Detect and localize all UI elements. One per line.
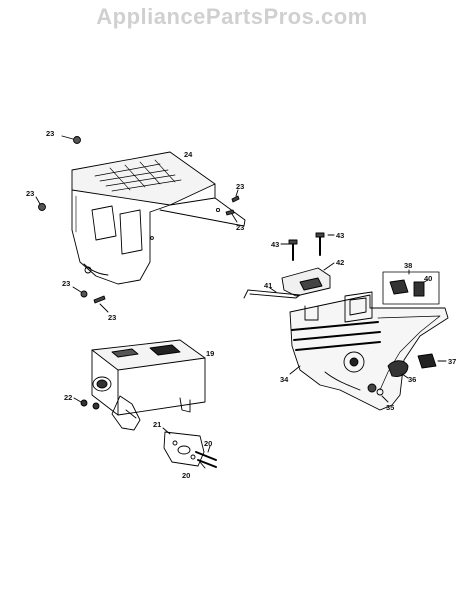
plug-36 xyxy=(387,360,409,379)
screws-43 xyxy=(280,232,335,261)
callout-40: 40 xyxy=(424,274,432,283)
callout-38: 38 xyxy=(404,261,412,270)
nuts-22 xyxy=(73,397,100,410)
callout-23-f: 23 xyxy=(108,313,116,322)
switch-38-40 xyxy=(382,269,440,305)
callout-23-e: 23 xyxy=(62,279,70,288)
shroud-34 xyxy=(289,291,449,411)
screws-23 xyxy=(35,135,240,313)
studs-20 xyxy=(195,445,217,469)
muffler-19 xyxy=(91,339,206,431)
callout-23-b: 23 xyxy=(26,189,34,198)
callout-43-a: 43 xyxy=(336,231,344,240)
bracket-41-42 xyxy=(243,262,335,299)
nut-35 xyxy=(367,383,389,403)
callout-34: 34 xyxy=(280,375,289,384)
gasket-21 xyxy=(162,427,205,467)
callout-35: 35 xyxy=(386,403,394,412)
callout-22: 22 xyxy=(64,393,72,402)
callout-labels: 23 24 23 23 23 23 23 19 22 21 20 20 43 4… xyxy=(26,129,456,480)
callout-36: 36 xyxy=(408,375,416,384)
callout-41: 41 xyxy=(264,281,272,290)
callout-20-a: 20 xyxy=(204,439,212,448)
callout-20-b: 20 xyxy=(182,471,190,480)
callout-23-d: 23 xyxy=(236,223,244,232)
callout-21: 21 xyxy=(153,420,161,429)
callout-43-b: 43 xyxy=(271,240,279,249)
callout-24: 24 xyxy=(184,150,193,159)
callout-19: 19 xyxy=(206,349,214,358)
knob-37 xyxy=(417,353,447,369)
heat-shield-24 xyxy=(71,151,246,285)
callout-37: 37 xyxy=(448,357,456,366)
callout-23-c: 23 xyxy=(236,182,244,191)
watermark: AppliancePartsPros.com xyxy=(96,4,368,29)
callout-23-a: 23 xyxy=(46,129,54,138)
callout-42: 42 xyxy=(336,258,344,267)
leader-34 xyxy=(289,365,301,375)
